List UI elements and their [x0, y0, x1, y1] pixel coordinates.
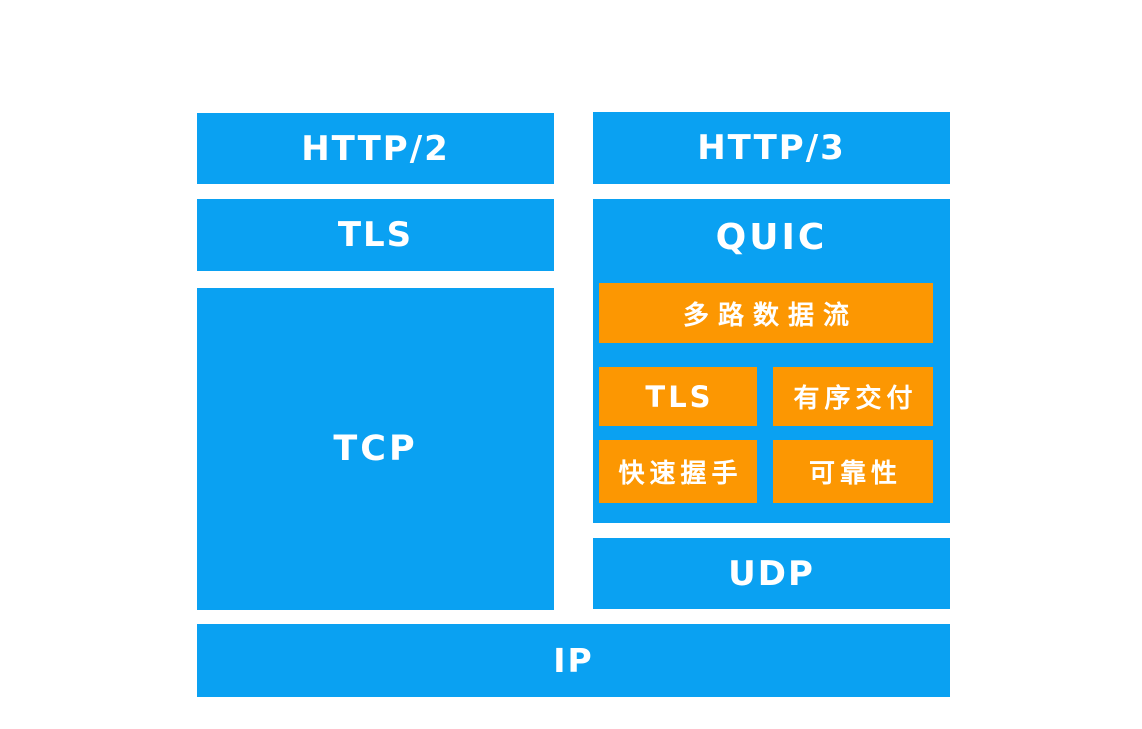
quic-feature-ordered-delivery-label: 有序交付 [793, 384, 918, 414]
quic-label: QUIC [715, 216, 828, 258]
tls-label: TLS [337, 215, 414, 255]
udp-box: UDP [593, 538, 950, 609]
quic-feature-reliability-box: 可靠性 [773, 440, 933, 503]
quic-feature-tls-label: TLS [645, 379, 714, 414]
quic-feature-ordered-delivery-box: 有序交付 [773, 367, 933, 426]
tcp-box: TCP [197, 288, 554, 610]
quic-feature-tls-box: TLS [599, 367, 757, 426]
quic-feature-fast-handshake-label: 快速握手 [618, 459, 743, 489]
ip-label: IP [553, 641, 594, 680]
tcp-label: TCP [333, 429, 418, 469]
quic-feature-fast-handshake-box: 快速握手 [599, 440, 757, 503]
quic-box: QUIC 多路数据流 TLS 有序交付 快速握手 可靠性 [593, 199, 950, 523]
tls-box: TLS [197, 199, 554, 271]
ip-box: IP [197, 624, 950, 697]
udp-label: UDP [728, 553, 815, 594]
quic-feature-reliability-label: 可靠性 [808, 459, 902, 489]
http3-label: HTTP/3 [697, 128, 846, 168]
http3-box: HTTP/3 [593, 112, 950, 184]
quic-title: QUIC [593, 199, 950, 275]
http2-box: HTTP/2 [197, 113, 554, 184]
quic-feature-multiplex-box: 多路数据流 [599, 283, 933, 343]
quic-feature-multiplex-label: 多路数据流 [682, 300, 858, 331]
http2-label: HTTP/2 [301, 128, 450, 169]
